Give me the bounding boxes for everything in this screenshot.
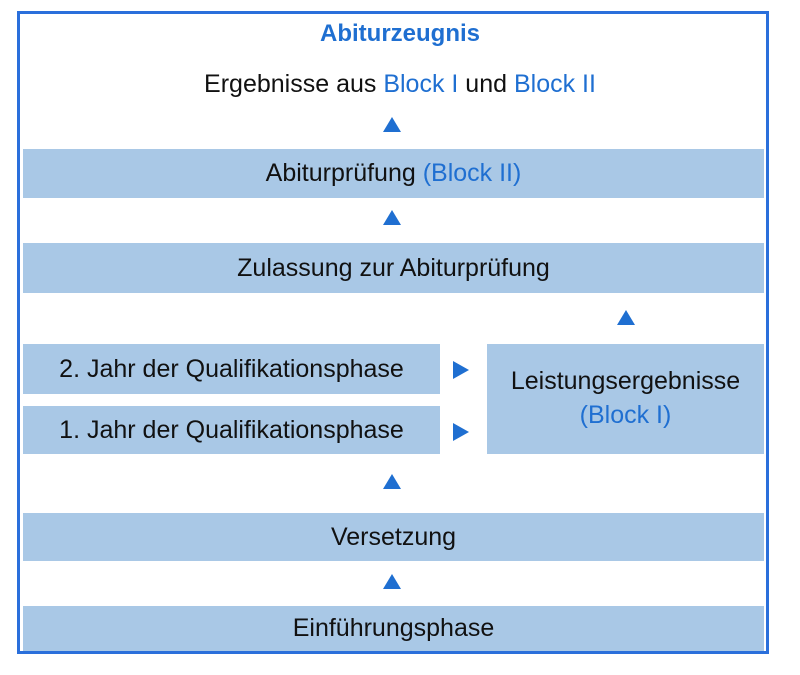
results-middle: und (458, 70, 514, 98)
performance-block: (Block I) (579, 401, 672, 429)
arrow-right-icon (453, 361, 469, 379)
intro-phase-box: Einführungsphase (23, 606, 764, 651)
diagram-title: Abiturzeugnis (320, 20, 480, 47)
exam-block: (Block II) (422, 159, 522, 187)
qualification-year2-box: 2. Jahr der Qualifikationsphase (23, 344, 440, 394)
arrow-up-icon (383, 210, 401, 225)
results-line: Ergebnisse aus Block I und Block II (0, 70, 800, 99)
qualification-year1-box: 1. Jahr der Qualifikationsphase (23, 406, 440, 454)
results-prefix: Ergebnisse aus (204, 70, 384, 98)
promotion-box: Versetzung (23, 513, 764, 561)
exam-box: Abiturprüfung (Block II) (23, 149, 764, 198)
arrow-right-icon (453, 423, 469, 441)
performance-box: Leistungsergebnisse (Block I) (487, 344, 764, 454)
arrow-up-icon (383, 117, 401, 132)
arrow-up-icon (383, 474, 401, 489)
exam-label: Abiturprüfung (265, 159, 423, 187)
arrow-up-icon (383, 574, 401, 589)
arrow-up-icon (617, 310, 635, 325)
performance-label: Leistungsergebnisse (510, 367, 741, 396)
results-block1: Block I (383, 70, 459, 98)
admission-box: Zulassung zur Abiturprüfung (23, 243, 764, 293)
results-block2: Block II (513, 70, 596, 98)
